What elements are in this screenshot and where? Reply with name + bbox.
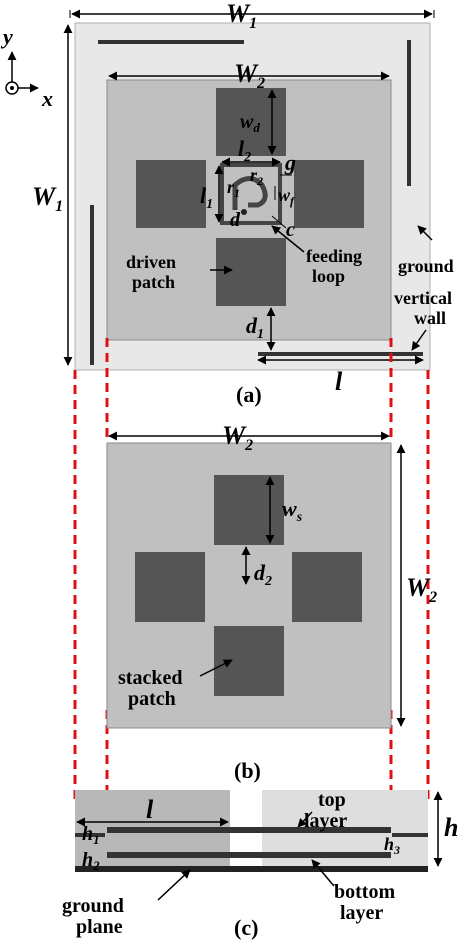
mid-cut-c [230, 836, 260, 852]
vertical-wall-right [407, 40, 411, 186]
label-feeding-loop: feeding loop [306, 246, 367, 286]
label-top-layer: top layer [304, 789, 351, 832]
driven-patch-left [136, 160, 206, 228]
driven-patch-bottom [216, 238, 286, 306]
dim-l-c: l [146, 795, 154, 824]
driven-patch-right [294, 160, 364, 228]
caption-b: (b) [234, 758, 261, 783]
dim-d: d [230, 209, 241, 231]
panel-a: W1 W1 W2 wd l2 g l1 r1 r2 wf d c f [32, 0, 456, 407]
stacked-patch-bottom [214, 626, 284, 696]
panel-c: l top layer h h1 h2 h3 ground plane bott… [62, 789, 458, 940]
stacked-patch-top [214, 475, 284, 545]
dim-W1-top: W1 [226, 0, 257, 32]
dim-ws: ws [282, 496, 303, 525]
dim-W2-a: W2 [234, 59, 265, 92]
top-layer [107, 827, 391, 833]
label-ground: ground [398, 256, 454, 276]
side-ground-plane [75, 866, 428, 872]
dim-h: h [444, 813, 458, 842]
dim-W2-b-right: W2 [406, 573, 437, 606]
dim-W1-left: W1 [32, 182, 63, 215]
label-ground-plane: ground plane [62, 895, 129, 938]
dim-g: g [284, 150, 296, 175]
bottom-layer [107, 852, 391, 858]
vertical-wall-bottom [258, 352, 423, 356]
axis-indicator: y x [0, 24, 53, 111]
label-vertical-wall: vertical wall [394, 288, 456, 328]
dim-l2: l2 [238, 136, 251, 165]
dim-h1: h1 [82, 823, 100, 847]
label-driven-patch: driven patch [126, 252, 181, 292]
x-axis-label: x [41, 86, 53, 111]
dim-d1: d1 [246, 313, 264, 342]
dim-d2: d2 [254, 560, 272, 589]
caption-c: (c) [234, 915, 258, 940]
left-wall-c [75, 833, 105, 837]
caption-a: (a) [236, 382, 262, 407]
dim-r2: r2 [250, 165, 263, 188]
stacked-patch-left [135, 552, 205, 622]
dim-c: c [286, 219, 295, 241]
right-wall-c [392, 833, 428, 837]
dim-wf: wf [278, 185, 295, 208]
dim-r1: r1 [227, 177, 240, 200]
dim-wd: wd [240, 111, 260, 135]
panel-b: W2 W2 ws d2 stacked patch (b) [106, 421, 437, 783]
dim-h3: h3 [384, 834, 400, 857]
dim-W2-b-top: W2 [222, 421, 253, 454]
vertical-wall-top [98, 40, 244, 44]
dim-l-a: l [335, 367, 343, 396]
dim-h2: h2 [82, 849, 100, 873]
y-axis-label: y [0, 24, 13, 49]
dim-l1: l1 [200, 183, 213, 212]
stacked-patch-right [292, 552, 362, 622]
label-stacked-patch: stacked patch [118, 667, 187, 710]
label-bottom-layer: bottom layer [334, 881, 400, 924]
vertical-wall-left [90, 205, 94, 365]
